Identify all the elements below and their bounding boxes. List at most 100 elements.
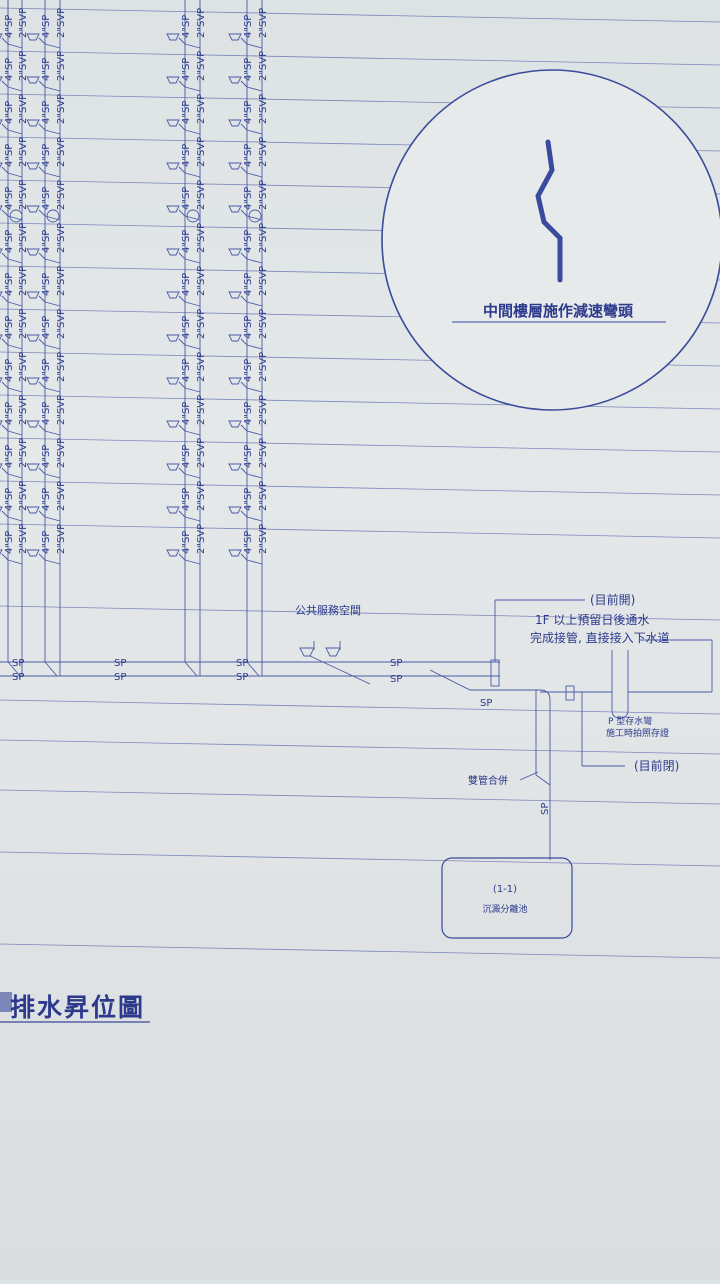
vent-tie — [44, 387, 61, 393]
pipe-label-2svp: 2"SVP — [258, 395, 269, 425]
pipe-label-4sp: 4"SP — [181, 230, 192, 253]
branch-pipe — [1, 123, 9, 131]
branch-pipe — [240, 80, 248, 88]
vent-tie — [7, 387, 23, 393]
pipe-label-2svp: 2"SVP — [258, 94, 269, 124]
pipe-label-2svp: 2"SVP — [196, 180, 207, 210]
vent-tie — [7, 172, 23, 178]
pipe-label-4sp: 4"SP — [181, 273, 192, 296]
pipe-label-4sp: 4"SP — [243, 445, 254, 468]
pipe-label-sp: SP — [12, 672, 24, 683]
pipe-label-2svp: 2"SVP — [196, 8, 207, 38]
branch-pipe — [240, 467, 248, 475]
toilet-icon — [228, 76, 242, 84]
drawing-title: 排水昇位圖 — [10, 993, 145, 1022]
toilet-icon — [0, 463, 3, 470]
vent-tie — [246, 301, 263, 307]
toilet-icon — [228, 463, 242, 471]
pipe-label-4sp: 4"SP — [4, 359, 15, 382]
branch-pipe — [178, 209, 186, 217]
pipe-label-4sp: 4"SP — [181, 101, 192, 124]
dual-pipe-label: 雙管合併 — [468, 774, 508, 787]
toilet-icon — [166, 506, 180, 514]
pipe-label-4sp: 4"SP — [4, 15, 15, 38]
pipe-label-4sp: 4"SP — [4, 144, 15, 167]
floor-line — [0, 50, 720, 66]
toilet-icon — [228, 248, 242, 256]
floor-line — [0, 943, 720, 959]
toilet-icon — [228, 119, 242, 127]
pipe-label-2svp: 2"SVP — [56, 180, 67, 210]
toilet-icon — [228, 33, 242, 41]
toilet-icon — [166, 549, 180, 557]
branch-pipe — [1, 166, 9, 174]
vent-tie — [246, 430, 263, 436]
pipe-label-4sp: 4"SP — [41, 273, 52, 296]
pipe-label-4sp: 4"SP — [243, 101, 254, 124]
vent-tie — [184, 258, 201, 264]
detail-caption: 中間樓層施作減速彎頭 — [483, 302, 634, 320]
pipe-label-4sp: 4"SP — [181, 488, 192, 511]
pipe-label-sp: SP — [114, 672, 126, 683]
branch-pipe — [240, 209, 248, 217]
vent-tie — [184, 473, 201, 479]
pipe-label-4sp: 4"SP — [243, 488, 254, 511]
pipe-label-4sp: 4"SP — [181, 187, 192, 210]
toilet-icon — [26, 506, 40, 514]
pipe-label-4sp: 4"SP — [41, 488, 52, 511]
vent-tie — [184, 301, 201, 307]
vent-tie — [44, 129, 61, 135]
branch-pipe — [38, 424, 46, 432]
toilet-icon — [0, 506, 3, 513]
branch-pipe — [38, 467, 46, 475]
floor-line — [0, 789, 720, 805]
pipe-label-2svp: 2"SVP — [258, 524, 269, 554]
branch-pipe — [240, 295, 248, 303]
vent-tie — [7, 344, 23, 350]
p-trap-icon — [540, 650, 629, 719]
vent-tie — [184, 516, 201, 522]
current-closed-label: (目前閉) — [634, 758, 679, 773]
branch-pipe — [1, 209, 9, 217]
branch-pipe — [240, 37, 248, 45]
pipe-label-4sp: 4"SP — [4, 273, 15, 296]
pipe-label-2svp: 2"SVP — [56, 352, 67, 382]
pipe-label-4sp: 4"SP — [4, 101, 15, 124]
toilet-icon — [26, 162, 40, 170]
pipe-label-4sp: 4"SP — [41, 359, 52, 382]
pipe-label-2svp: 2"SVP — [258, 266, 269, 296]
pipe-label-sp: SP — [480, 698, 492, 709]
vent-tie — [184, 387, 201, 393]
pipe-label-2svp: 2"SVP — [196, 352, 207, 382]
pipe-label-2svp: 2"SVP — [56, 395, 67, 425]
vent-tie — [7, 516, 23, 522]
pipe-label-2svp: 2"SVP — [18, 51, 29, 81]
pipe-label-4sp: 4"SP — [41, 101, 52, 124]
toilet-icon — [26, 334, 40, 342]
toilet-icon — [26, 33, 40, 41]
branch-pipe — [38, 295, 46, 303]
branch-pipe — [38, 209, 46, 217]
branch-pipe — [1, 467, 9, 475]
pipe-label-2svp: 2"SVP — [56, 94, 67, 124]
riser-foot — [7, 661, 21, 677]
pipe-label-2svp: 2"SVP — [18, 309, 29, 339]
vent-tie — [184, 172, 201, 178]
branch-pipe — [1, 338, 9, 346]
pipe-label-2svp: 2"SVP — [56, 223, 67, 253]
vent-tie — [44, 430, 61, 436]
public-space-label: 公共服務空間 — [295, 603, 361, 617]
branch-pipe — [38, 123, 46, 131]
pipe-label-2svp: 2"SVP — [18, 223, 29, 253]
pipe-label-4sp: 4"SP — [243, 144, 254, 167]
riser-foot — [184, 661, 198, 677]
branch-pipe — [240, 338, 248, 346]
pipe-label-2svp: 2"SVP — [196, 137, 207, 167]
pipe-label-2svp: 2"SVP — [18, 481, 29, 511]
vent-tie — [246, 129, 263, 135]
pipe-label-2svp: 2"SVP — [196, 395, 207, 425]
floor-line — [0, 699, 720, 715]
pipe-label-4sp: 4"SP — [41, 316, 52, 339]
floor-line — [0, 851, 720, 867]
vent-tie — [246, 43, 263, 49]
